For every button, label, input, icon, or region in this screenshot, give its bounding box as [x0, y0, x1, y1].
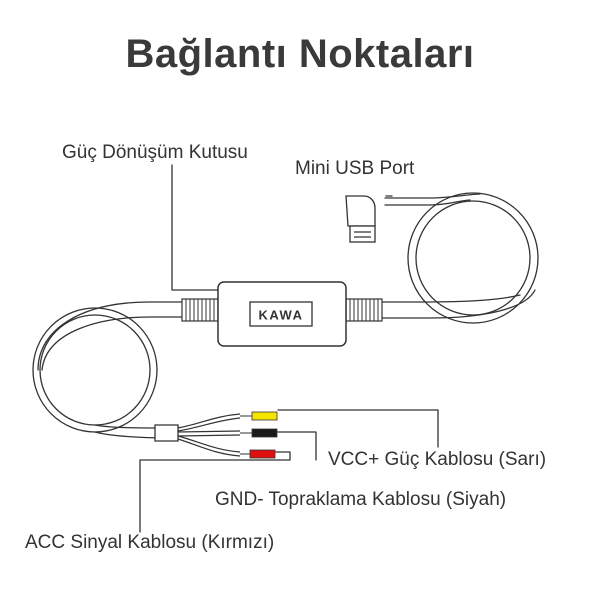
- left-cable-loop-outer: [32, 307, 158, 433]
- right-cable-top: [381, 294, 521, 303]
- converter-box-leader: [171, 164, 219, 291]
- left-cable-top: [37, 301, 183, 371]
- usb-cable-top: [384, 193, 481, 199]
- kawa-logo-frame: [249, 301, 313, 327]
- left-strain-relief: [181, 298, 219, 322]
- gnd-wire-2: [177, 434, 241, 437]
- acc-leader: [139, 451, 291, 533]
- splitter-sleeve: [154, 424, 179, 442]
- acc-cable-label: ACC Sinyal Kablosu (Kırmızı): [25, 532, 275, 553]
- right-strain-relief: [345, 298, 383, 322]
- right-cable-bottom: [381, 289, 536, 319]
- vcc-leader: [277, 409, 439, 448]
- right-cable-loop-outer: [407, 192, 539, 324]
- kawa-logo: KAWA: [259, 308, 304, 323]
- gnd-leader: [277, 431, 317, 461]
- left-cable-loop-inner: [39, 314, 151, 426]
- usb-cable-bottom: [384, 199, 471, 206]
- page-title: Bağlantı Noktaları: [125, 32, 475, 76]
- converter-box: [217, 281, 347, 347]
- converter-box-label: Güç Dönüşüm Kutusu: [62, 142, 248, 163]
- acc-tip: [249, 449, 276, 459]
- vcc-cable-label: VCC+ Güç Kablosu (Sarı): [328, 449, 547, 470]
- left-cable-bottom: [41, 316, 183, 371]
- right-cable-loop-inner: [415, 200, 531, 316]
- acc-wire-2: [177, 438, 241, 457]
- vcc-tip: [251, 411, 278, 421]
- vcc-wire-2: [177, 417, 241, 432]
- mini-usb-connector: [345, 195, 376, 243]
- vcc-wire: [177, 413, 241, 429]
- acc-wire: [177, 435, 241, 453]
- gnd-cable-label: GND- Topraklama Kablosu (Siyah): [215, 489, 507, 510]
- mini-usb-label: Mini USB Port: [295, 158, 415, 179]
- gnd-wire: [177, 430, 241, 433]
- gnd-tip: [251, 428, 278, 438]
